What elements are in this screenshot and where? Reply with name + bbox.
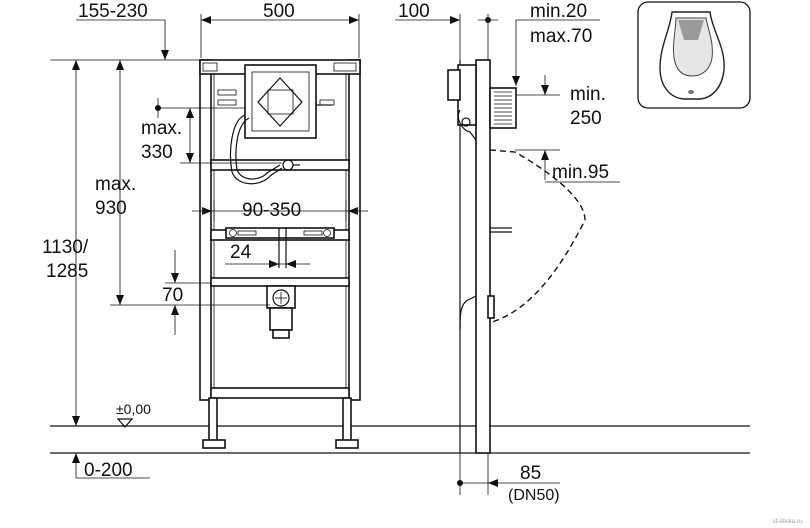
cover-label-1: min.20 xyxy=(530,1,587,22)
height-label-1: 1130/ xyxy=(42,237,89,258)
height-label-2: 1285 xyxy=(46,261,88,282)
watermark: st-sbska.ru xyxy=(772,519,802,525)
pipe-size-label: 85 xyxy=(520,463,541,484)
urinal-bracket xyxy=(225,227,335,268)
cover-dimension xyxy=(512,19,600,86)
bracket-offset-label: 24 xyxy=(230,242,252,263)
inlet-label-1: max. xyxy=(141,118,182,139)
flush-control-box xyxy=(244,64,317,139)
flush-height-dimension xyxy=(515,75,560,180)
bracket-offset-dimension xyxy=(225,260,310,268)
depth-label: 155-230 xyxy=(78,1,148,22)
wall-distance-dimension xyxy=(395,14,498,60)
pipe-spec-label: (DN50) xyxy=(508,487,560,504)
height-dimension xyxy=(72,60,80,426)
width-label: 500 xyxy=(263,1,295,22)
pipe-dimension xyxy=(457,453,560,495)
floor-build-label: 0-200 xyxy=(84,460,133,481)
cover-label-2: max.70 xyxy=(530,26,592,47)
bracket-span-dimension xyxy=(192,200,368,222)
floor-build-dimension xyxy=(72,453,150,479)
flush-height-label-1: min. xyxy=(570,84,606,105)
outlet-height-dimension xyxy=(110,60,270,306)
urinal-gap-label: min.95 xyxy=(552,162,609,183)
urinal-thumbnail xyxy=(637,1,751,109)
flush-grille xyxy=(494,91,512,125)
supply-hose xyxy=(229,104,332,185)
side-frame xyxy=(447,59,517,454)
bracket-span-label: 90-350 xyxy=(242,200,301,221)
waste-outlet xyxy=(266,285,296,339)
floor-level-label: ±0,00 xyxy=(116,401,151,417)
wall-distance-label: 100 xyxy=(398,1,430,22)
urinal-outline xyxy=(489,149,586,323)
inlet-dimension xyxy=(155,98,282,164)
width-dimension xyxy=(200,14,360,58)
waste-offset-label: 70 xyxy=(162,285,183,306)
floor-level-marker xyxy=(116,418,134,428)
floor-lines xyxy=(50,425,750,454)
outlet-height-label-2: 930 xyxy=(95,198,127,219)
waste-offset-dimension xyxy=(165,250,212,335)
inlet-label-2: 330 xyxy=(141,142,173,163)
outlet-height-label-1: max. xyxy=(95,174,136,195)
depth-dimension xyxy=(50,19,200,61)
flush-height-label-2: 250 xyxy=(570,108,602,129)
